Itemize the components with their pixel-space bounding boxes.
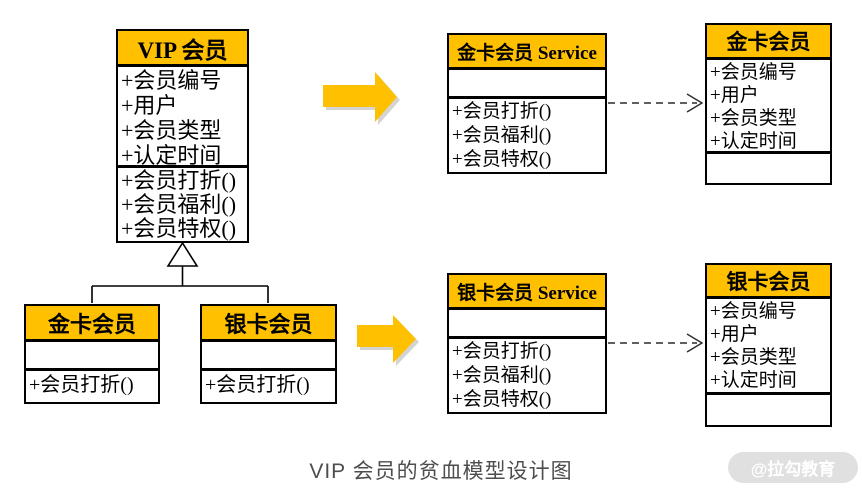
- member-line: +会员打折(): [205, 374, 310, 396]
- class-box-gold-card: 金卡会员 +会员打折(): [24, 304, 160, 404]
- block-arrow-shadow: [360, 318, 419, 366]
- block-arrow-shadow: [326, 75, 400, 125]
- member-line: +会员编号: [710, 62, 797, 83]
- class-title-gold-card: 金卡会员: [26, 306, 158, 342]
- member-line: +用户: [710, 324, 759, 345]
- class-title-silver-entity: 银卡会员: [707, 265, 830, 299]
- class-attributes-silver-card: [202, 342, 335, 371]
- member-line: +会员编号: [121, 68, 222, 93]
- member-line: +会员福利(): [121, 192, 237, 217]
- open-arrowhead-icon: [686, 93, 704, 113]
- block-arrow-right-icon: [357, 315, 416, 363]
- member-line: +会员福利(): [452, 125, 552, 146]
- block-arrow-right-icon: [323, 72, 397, 122]
- member-line: +会员打折(): [121, 168, 237, 193]
- class-box-silver-card: 银卡会员 +会员打折(): [200, 304, 337, 404]
- member-line: +会员类型: [710, 347, 797, 368]
- open-arrowhead-icon: [686, 333, 704, 353]
- class-methods-silver-card: +会员打折(): [202, 371, 335, 402]
- class-title-vip: VIP 会员: [118, 31, 247, 67]
- member-line: +会员特权(): [121, 216, 237, 241]
- class-attributes-vip: +会员编号+用户+会员类型+认定时间: [118, 67, 247, 168]
- member-line: +会员打折(): [29, 374, 134, 396]
- class-title-gold-entity: 金卡会员: [707, 25, 830, 60]
- member-line: +会员编号: [710, 301, 797, 322]
- class-box-gold-entity: 金卡会员 +会员编号+用户+会员类型+认定时间: [705, 23, 832, 185]
- member-line: +认定时间: [710, 370, 797, 391]
- class-methods-gold-entity: [707, 154, 830, 183]
- class-methods-vip: +会员打折()+会员福利()+会员特权(): [118, 168, 247, 241]
- class-title-silver-card: 银卡会员: [202, 306, 335, 342]
- class-box-gold-service: 金卡会员 Service +会员打折() +会员福利() +会员特权(): [447, 33, 607, 174]
- member-line: +会员打折(): [452, 341, 552, 362]
- diagram-caption: VIP 会员的贫血模型设计图: [309, 460, 573, 483]
- class-methods-silver-entity: [707, 395, 830, 425]
- member-line: +会员打折(): [452, 101, 552, 122]
- member-line: +会员类型: [710, 108, 797, 129]
- class-attributes-gold-entity: +会员编号+用户+会员类型+认定时间: [707, 60, 830, 154]
- member-line: +会员特权(): [452, 149, 552, 170]
- watermark-text: @拉勾教育: [750, 460, 836, 479]
- class-box-vip: VIP 会员 +会员编号+用户+会员类型+认定时间 +会员打折()+会员福利()…: [116, 29, 249, 243]
- watermark-badge: @拉勾教育: [728, 452, 858, 483]
- inheritance-connector-line: [91, 266, 269, 303]
- class-methods-gold-card: +会员打折(): [26, 371, 158, 402]
- member-line: +认定时间: [710, 131, 797, 152]
- class-attributes-gold-service: [449, 70, 605, 99]
- member-line: +认定时间: [121, 143, 222, 168]
- class-box-silver-service: 银卡会员 Service +会员打折() +会员福利() +会员特权(): [447, 273, 607, 414]
- class-attributes-silver-service: [449, 310, 605, 339]
- member-line: +会员类型: [121, 118, 222, 143]
- member-line: +会员特权(): [452, 389, 552, 410]
- class-attributes-silver-entity: +会员编号+用户+会员类型+认定时间: [707, 299, 830, 395]
- class-attributes-gold-card: [26, 342, 158, 371]
- class-methods-silver-service: +会员打折() +会员福利() +会员特权(): [449, 339, 605, 412]
- inheritance-triangle-icon: [166, 241, 199, 267]
- class-box-silver-entity: 银卡会员 +会员编号+用户+会员类型+认定时间: [705, 263, 832, 427]
- member-line: +用户: [121, 93, 178, 118]
- class-methods-gold-service: +会员打折() +会员福利() +会员特权(): [449, 99, 605, 172]
- class-title-silver-service: 银卡会员 Service: [449, 275, 605, 310]
- class-title-gold-service: 金卡会员 Service: [449, 35, 605, 70]
- member-line: +会员福利(): [452, 365, 552, 386]
- member-line: +用户: [710, 85, 759, 106]
